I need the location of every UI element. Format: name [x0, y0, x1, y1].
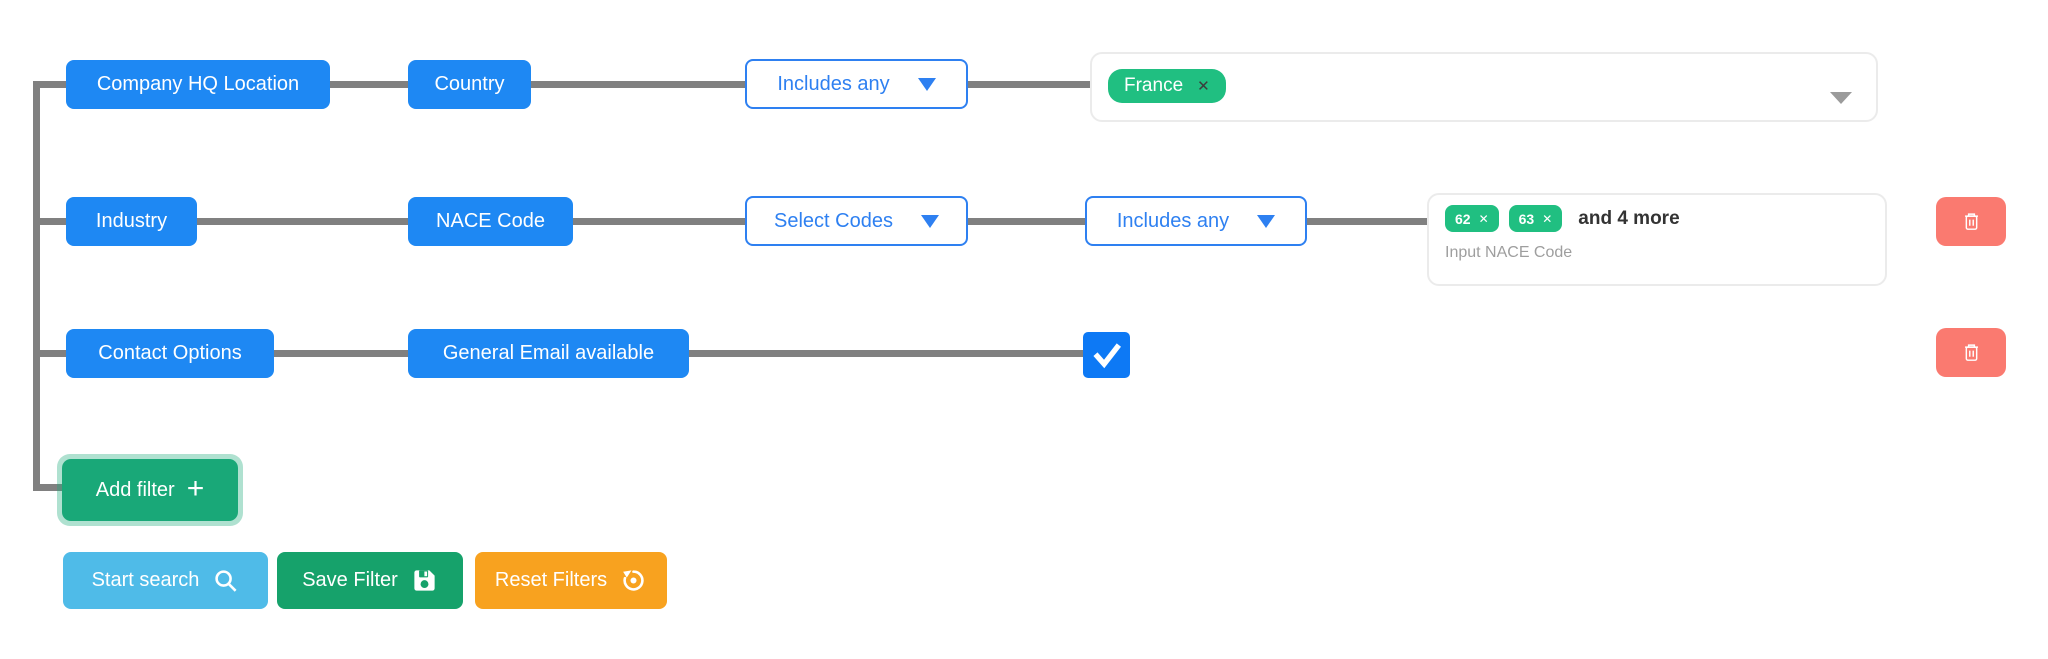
remove-tag-icon[interactable]: ✕ — [1197, 78, 1210, 95]
save-icon — [414, 570, 435, 591]
row1-connector — [966, 81, 1092, 88]
value-tag-label: 62 — [1455, 210, 1471, 227]
start-search-label: Start search — [91, 569, 200, 591]
row2-connector — [966, 218, 1087, 225]
operator-label: Includes any — [1116, 209, 1230, 232]
nace-tag-row: 62 ✕ 63 ✕ and 4 more — [1445, 205, 1680, 232]
delete-filter-button-row3[interactable] — [1936, 328, 2006, 377]
save-filter-label: Save Filter — [302, 569, 398, 591]
attribute-label: General Email available — [442, 342, 655, 364]
general-email-checkbox-checked[interactable] — [1083, 332, 1130, 378]
delete-filter-button-row2[interactable] — [1936, 197, 2006, 246]
operator-label: Includes any — [777, 72, 890, 95]
category-button-company-hq-location[interactable]: Company HQ Location — [66, 60, 330, 109]
row1-stub-line — [33, 81, 73, 88]
nace-code-input[interactable] — [1443, 243, 1867, 263]
row3-connector — [274, 350, 415, 357]
remove-tag-icon[interactable]: ✕ — [1542, 211, 1553, 226]
row3-stub-line — [33, 350, 73, 357]
trash-icon — [1964, 213, 1978, 230]
row1-connector — [531, 81, 747, 88]
value-tag-france[interactable]: France ✕ — [1108, 69, 1226, 103]
select-codes-label: Select Codes — [774, 209, 893, 232]
row2-connector — [197, 218, 415, 225]
select-codes-dropdown[interactable]: Select Codes — [745, 196, 968, 246]
category-button-contact-options[interactable]: Contact Options — [66, 329, 274, 378]
value-tag-label: 63 — [1518, 210, 1535, 227]
country-value-select[interactable]: France ✕ — [1090, 52, 1878, 122]
trash-icon — [1964, 344, 1978, 361]
value-tag-label: France — [1124, 75, 1184, 96]
operator-dropdown-nace[interactable]: Includes any — [1085, 196, 1307, 246]
search-icon — [215, 570, 237, 592]
category-button-industry[interactable]: Industry — [66, 197, 197, 246]
triangle-down-icon — [917, 77, 936, 91]
row3-connector — [689, 350, 1085, 357]
value-tag-62[interactable]: 62 ✕ — [1445, 205, 1499, 232]
category-label: Company HQ Location — [96, 73, 300, 95]
tree-trunk-line — [33, 81, 40, 491]
more-tags-label: and 4 more — [1578, 207, 1680, 229]
attribute-button-nace-code[interactable]: NACE Code — [408, 197, 573, 246]
triangle-down-icon — [920, 214, 939, 228]
attribute-button-country[interactable]: Country — [408, 60, 531, 109]
triangle-down-icon — [1257, 214, 1276, 228]
category-label: Industry — [95, 210, 168, 232]
remove-tag-icon[interactable]: ✕ — [1478, 211, 1489, 226]
add-filter-label: Add filter — [95, 478, 175, 501]
reset-filters-button[interactable]: Reset Filters — [475, 552, 667, 609]
row1-connector — [330, 81, 412, 88]
value-tag-63[interactable]: 63 ✕ — [1508, 205, 1563, 232]
add-filter-button[interactable]: Add filter + — [62, 459, 238, 521]
nace-code-value-input[interactable]: 62 ✕ 63 ✕ and 4 more — [1427, 193, 1887, 286]
attribute-label: Country — [434, 73, 505, 95]
row2-stub-line — [33, 218, 73, 225]
operator-dropdown-country[interactable]: Includes any — [745, 59, 968, 109]
plus-icon: + — [186, 471, 205, 505]
attribute-button-general-email[interactable]: General Email available — [408, 329, 689, 378]
row2-connector — [573, 218, 747, 225]
category-label: Contact Options — [98, 342, 242, 364]
checkmark-icon — [1092, 343, 1121, 369]
start-search-button[interactable]: Start search — [63, 552, 268, 609]
row2-connector — [1305, 218, 1429, 225]
save-filter-button[interactable]: Save Filter — [277, 552, 463, 609]
add-filter-stub-line — [33, 484, 65, 491]
chevron-down-icon[interactable] — [1830, 92, 1852, 104]
reset-filters-label: Reset Filters — [494, 569, 608, 591]
reset-icon — [623, 570, 644, 591]
attribute-label: NACE Code — [436, 210, 545, 232]
